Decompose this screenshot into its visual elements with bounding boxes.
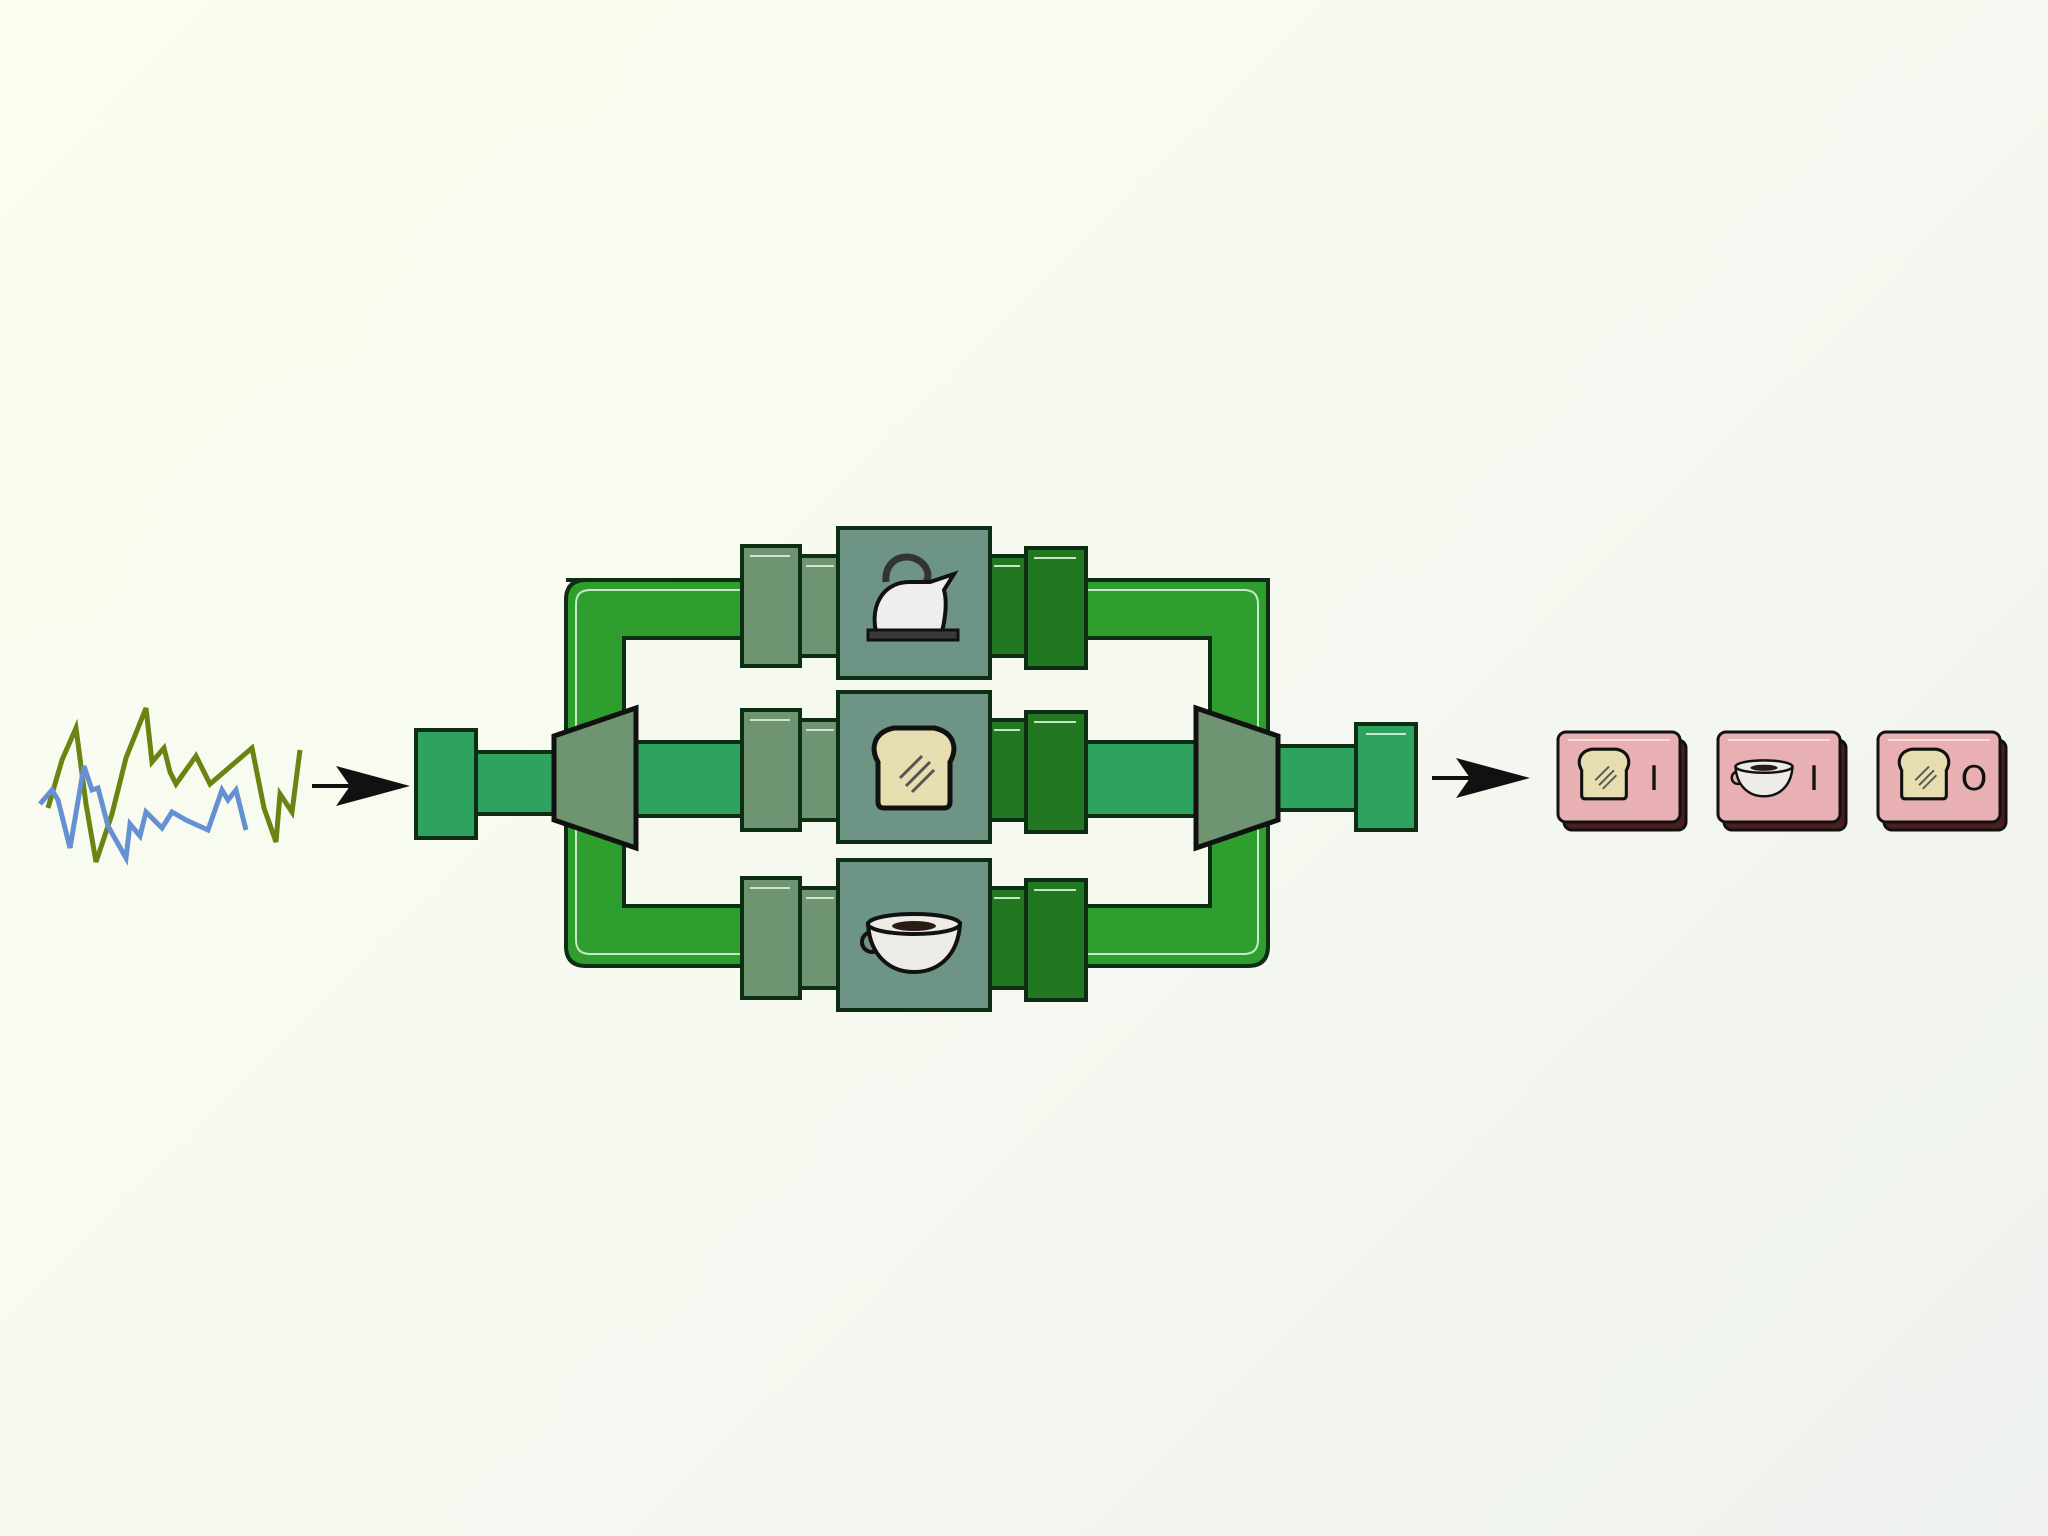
signal-series-blue: [38, 765, 249, 866]
bread-icon: [1897, 747, 1951, 801]
output-port: [1354, 722, 1418, 832]
input-port: [414, 728, 478, 840]
bread-icon: [874, 728, 954, 808]
output-card: O: [1876, 730, 2008, 832]
bread-icon: [1577, 747, 1631, 801]
output-label: I: [1809, 759, 1819, 799]
branch-module: [740, 690, 1088, 844]
output-label: O: [1961, 759, 1988, 799]
center-pipe: [468, 740, 1362, 818]
branch-module: [740, 526, 1088, 680]
output-card: I: [1716, 730, 1848, 832]
input-arrow: [312, 766, 410, 806]
output-arrow: [1432, 758, 1530, 798]
merger-block: [1193, 704, 1281, 852]
output-card: I: [1556, 730, 1688, 832]
input-signal-graph: [38, 707, 303, 866]
branch-module: [740, 858, 1088, 1012]
splitter-block: [551, 704, 639, 852]
kettle-icon: [866, 553, 960, 642]
signal-series-olive: [45, 707, 303, 863]
output-label: I: [1649, 759, 1659, 799]
